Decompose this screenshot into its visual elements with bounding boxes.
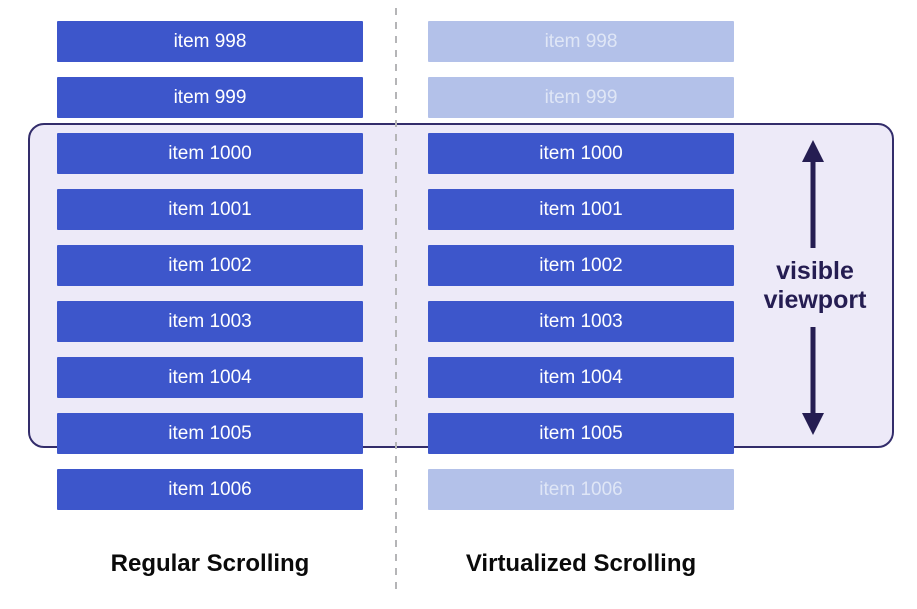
double-vertical-arrow-icon	[802, 140, 824, 435]
regular-scrolling-caption: Regular Scrolling	[110, 550, 310, 577]
list-item: item 1000	[57, 133, 363, 174]
list-item: item 998	[57, 21, 363, 62]
virtualized-scrolling-caption: Virtualized Scrolling	[465, 550, 697, 577]
list-item: item 999	[57, 77, 363, 118]
list-item: item 1000	[428, 133, 734, 174]
column-divider	[395, 8, 397, 590]
virtualized-scrolling-column: item 998 item 999 item 1000 item 1001 item 1…	[428, 21, 734, 510]
list-item: item 1006	[428, 469, 734, 510]
list-item: item 1001	[57, 189, 363, 230]
list-item: item 1004	[57, 357, 363, 398]
list-item: item 999	[428, 77, 734, 118]
viewport-label: visible viewport	[725, 257, 905, 315]
regular-scrolling-column: item 998 item 999 item 1000 item 1001 item 1…	[57, 21, 363, 510]
list-item: item 1001	[428, 189, 734, 230]
list-item: item 1002	[57, 245, 363, 286]
list-item: item 1002	[428, 245, 734, 286]
list-item: item 1005	[57, 413, 363, 454]
viewport-label-line2: viewport	[763, 286, 867, 314]
list-item: item 1006	[57, 469, 363, 510]
list-item: item 1003	[428, 301, 734, 342]
list-item: item 1005	[428, 413, 734, 454]
list-item: item 1004	[428, 357, 734, 398]
list-item: item 1003	[57, 301, 363, 342]
viewport-label-line1: visible	[776, 257, 854, 285]
list-item: item 998	[428, 21, 734, 62]
